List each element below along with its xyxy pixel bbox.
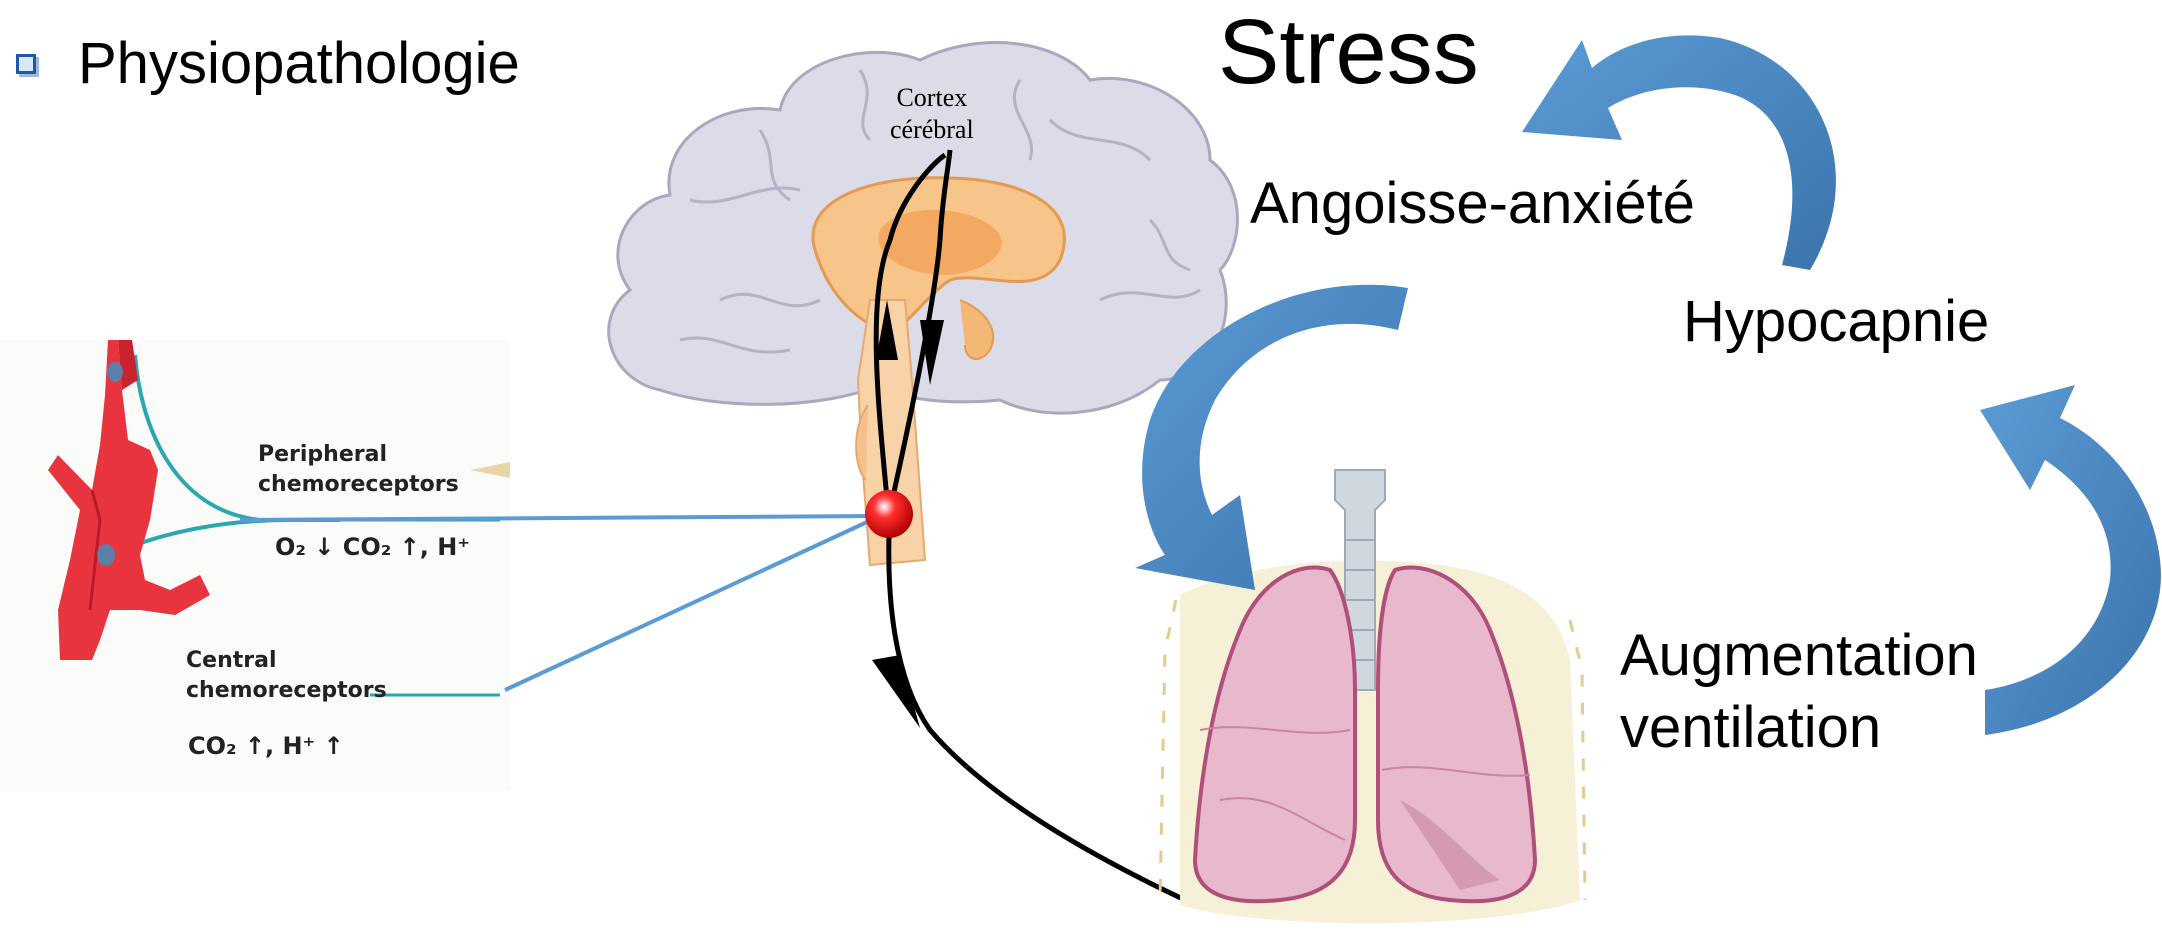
cortex-line1: Cortex <box>890 82 974 114</box>
peripheral-chemoreceptors-label: Peripheral chemoreceptors <box>258 440 459 500</box>
angoisse-label: Angoisse-anxiété <box>1250 170 1695 237</box>
augmentation-line1: Augmentation <box>1620 620 1978 692</box>
peripheral-line1: Peripheral <box>258 440 459 470</box>
stress-label: Stress <box>1218 0 1479 105</box>
cortex-line2: cérébral <box>890 114 974 146</box>
arrow-to-hypocapnie <box>1980 385 2161 735</box>
central-line1: Central <box>186 646 387 676</box>
peripheral-line2: chemoreceptors <box>258 470 459 500</box>
aorta-illustration <box>0 340 510 790</box>
augmentation-ventilation-label: Augmentation ventilation <box>1620 620 1978 764</box>
hypocapnie-label: Hypocapnie <box>1683 288 1989 355</box>
down-arrowhead-lungs <box>872 655 920 728</box>
central-chemoreceptors-label: Central chemoreceptors <box>186 646 387 706</box>
central-stimuli: CO₂ ↑, H⁺ ↑ <box>188 732 344 760</box>
augmentation-line2: ventilation <box>1620 692 1978 764</box>
central-connector-line <box>505 516 880 690</box>
cortex-label: Cortex cérébral <box>890 82 974 146</box>
respiratory-center-node <box>865 490 913 538</box>
peripheral-stimuli: O₂ ↓ CO₂ ↑, H⁺ <box>275 533 470 561</box>
central-line2: chemoreceptors <box>186 676 387 706</box>
